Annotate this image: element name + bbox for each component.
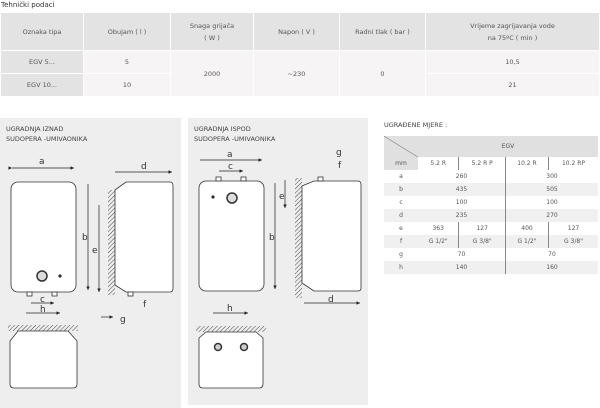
cell-value: 235 (418, 209, 506, 222)
header-power: Snaga grijača( W ) (171, 13, 253, 50)
cell-volume: 5 (84, 51, 170, 73)
spec-table: Oznaka tipa Obujam ( l ) Snaga grijača( … (0, 12, 600, 97)
row-key: a (399, 173, 403, 180)
row-key: e (399, 225, 403, 232)
row-key: c (399, 199, 403, 206)
cell-value: 270 (505, 209, 598, 222)
header-pressure: Radni tlak ( bar ) (340, 13, 425, 50)
cell-value: 127 (458, 222, 506, 235)
row-key: g (399, 251, 403, 258)
dimensions-table: EGV mm 5.2 R 5.2 R P 10.2 R 10.2 RP a 260… (384, 136, 598, 274)
cell-value: 70 (418, 248, 506, 261)
cell-value: 400 (505, 222, 549, 235)
cell-value: 505 (505, 183, 598, 196)
table-row: a 260 300 (384, 170, 598, 183)
cell-power: 2000 (171, 51, 253, 96)
row-key: h (384, 261, 418, 274)
cell-value: 100 (546, 199, 558, 206)
row-key: f (384, 235, 418, 248)
table-row: c 100 100 (384, 196, 598, 209)
model-header: 10.2 RP (561, 160, 585, 167)
cell-value: 435 (418, 183, 506, 196)
heater-plan-view (9, 330, 78, 389)
row-key: b (384, 183, 418, 196)
dim-label-g: g (120, 315, 126, 325)
group-header: EGV (418, 136, 598, 157)
model-header: 5.2 R (418, 157, 460, 170)
dim-label-a: a (227, 150, 233, 160)
dim-label-e: e (279, 192, 285, 202)
header-type: Oznaka tipa (1, 13, 83, 50)
unit-label: mm (384, 157, 418, 170)
table-row: EGV 10... 10 21 (1, 74, 599, 96)
installation-dimensions: UGRAĐENE MJERE : EGV mm 5.2 R 5.2 R P 10… (384, 121, 598, 274)
cell-type: EGV 5... (1, 51, 83, 73)
dim-label-d: d (328, 295, 334, 305)
heater-side-view (301, 180, 362, 292)
cell-time: 21 (426, 74, 599, 96)
cell-value: G 1/2" (418, 235, 460, 248)
dim-label-e: e (92, 246, 98, 256)
heater-side-view (114, 181, 174, 293)
dimensions-title: UGRAĐENE MJERE : (384, 121, 448, 129)
cell-value: 70 (548, 251, 556, 258)
thermostat-knob-icon (226, 192, 238, 204)
dim-label-c: c (40, 295, 45, 305)
cell-time: 10,5 (426, 51, 599, 73)
section-title: Tehnički podaci (1, 1, 55, 9)
cell-value: G 3/8" (458, 235, 506, 248)
header-volume: Obujam ( l ) (84, 13, 170, 50)
dim-label-g: g (336, 148, 342, 158)
heater-front-view (198, 180, 265, 292)
cell-value: G 3/8" (548, 235, 598, 248)
cell-value: 100 (418, 196, 506, 209)
cell-value: G 1/2" (505, 235, 549, 248)
cell-value: 127 (567, 225, 580, 232)
thermostat-knob-icon (36, 270, 48, 282)
dim-label-h: h (227, 304, 233, 314)
table-row: EGV 5... 5 2000 ~230 0 10,5 (1, 51, 599, 96)
cell-value: 140 (418, 261, 506, 274)
cell-value: 160 (505, 261, 598, 274)
wall-hatch (108, 190, 115, 295)
dim-label-f: f (338, 161, 342, 171)
heater-front-view (10, 181, 77, 293)
cell-pressure: 0 (340, 51, 425, 96)
row-key: d (384, 209, 418, 222)
wall-hatch (295, 178, 302, 298)
cell-type: EGV 10... (1, 74, 83, 96)
heater-plan-view (198, 331, 264, 389)
cell-value: 260 (418, 170, 506, 183)
dim-label-b: b (82, 233, 88, 243)
dim-label-c: c (228, 162, 233, 172)
cell-volume: 10 (84, 74, 170, 96)
dim-label-h: h (40, 305, 46, 315)
cell-voltage: ~230 (254, 51, 339, 96)
dim-label-a: a (39, 157, 45, 167)
dim-label-d: d (141, 162, 147, 172)
model-header: 5.2 R P (458, 157, 506, 170)
cell-value: 363 (418, 222, 460, 235)
cell-value: 300 (546, 173, 558, 180)
dim-label-f: f (143, 300, 147, 310)
header-voltage: Napon ( V ) (254, 13, 339, 50)
dim-label-b: b (269, 233, 275, 243)
model-header: 10.2 R (505, 157, 549, 170)
table-row: g 70 70 (384, 248, 598, 261)
